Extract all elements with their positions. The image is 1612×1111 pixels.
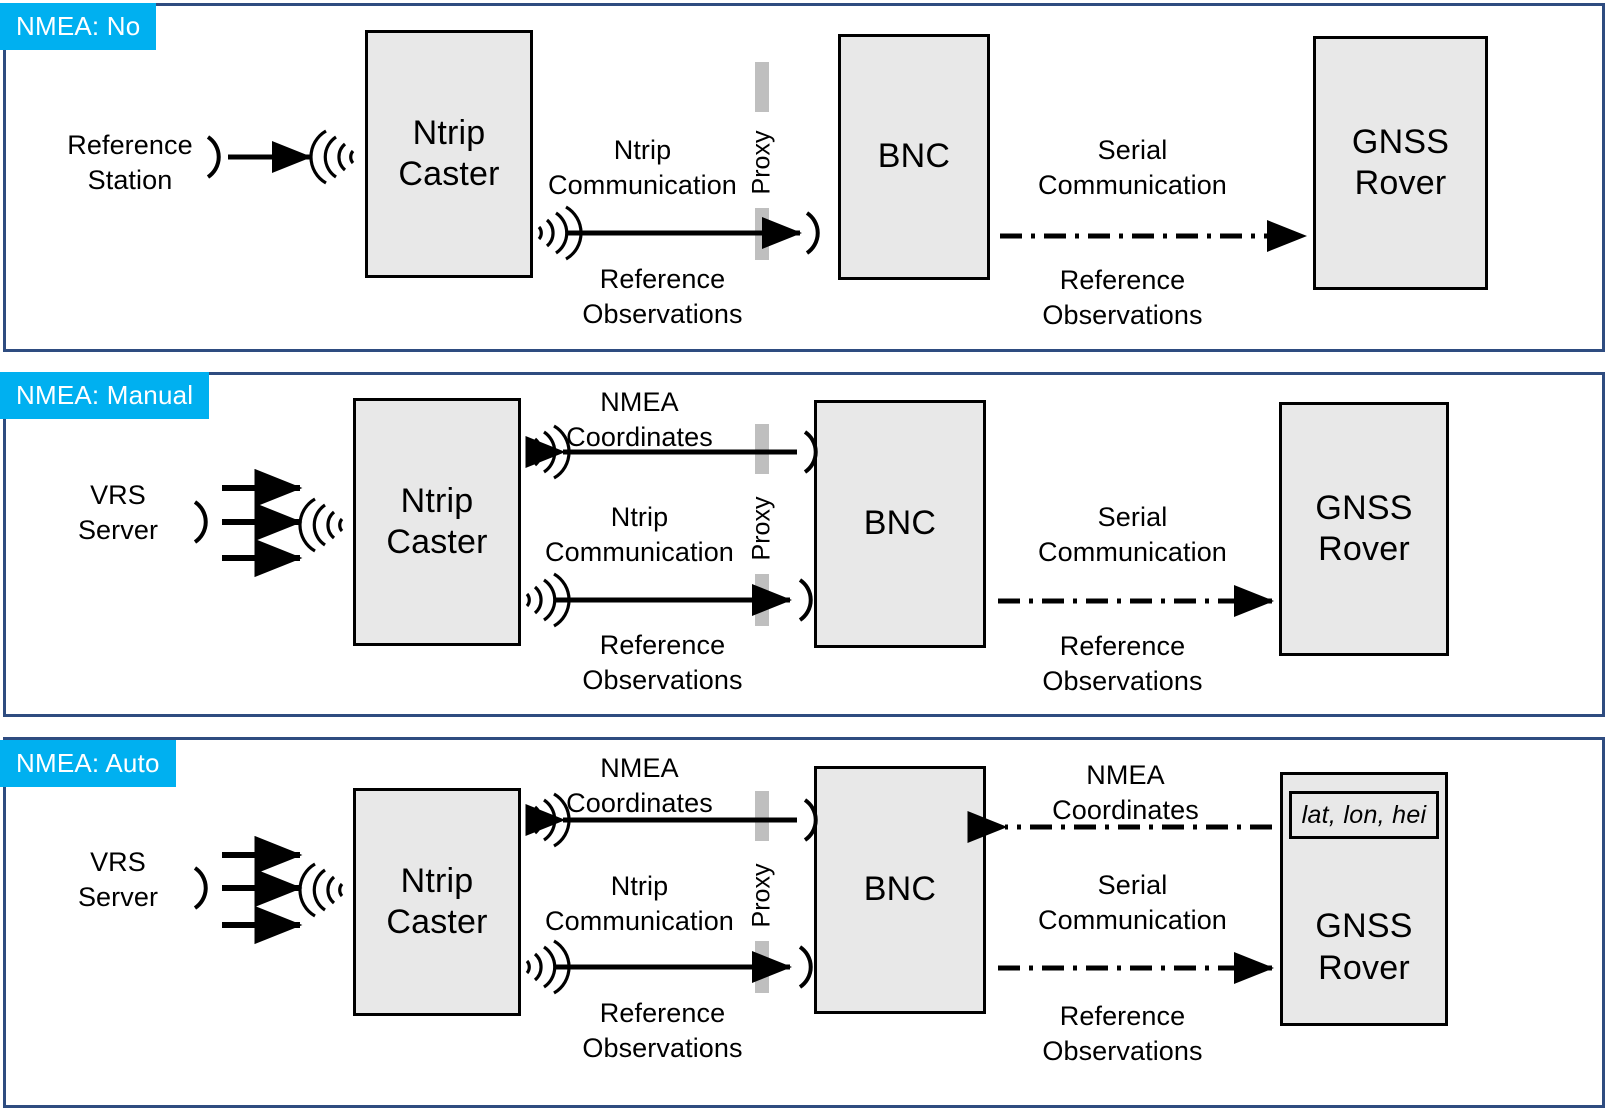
node-label: BNC: [863, 870, 937, 909]
proxy-bar-bottom-panel-0: [755, 208, 769, 260]
link-caster-bnc-lower-label-panel-1: Reference Observations: [582, 630, 743, 695]
proxy-label-panel-2: Proxy: [747, 863, 776, 928]
link-bnc-rover-lower-label-panel-1: Reference Observations: [1042, 631, 1203, 696]
link-caster-bnc-mid-label-panel-2: Ntrip Communication: [545, 871, 734, 936]
proxy-bar-bottom-panel-1: [755, 574, 769, 626]
proxy-bar-top-panel-2: [755, 791, 769, 841]
node-ntrip-caster-panel-1: Ntrip Caster: [353, 398, 521, 646]
node-label: Ntrip Caster: [398, 113, 500, 193]
link-caster-bnc-upper-label-panel-2: NMEA Coordinates: [566, 753, 713, 818]
link-caster-bnc-mid-label-panel-1: Ntrip Communication: [545, 502, 734, 567]
source-label-panel-2: VRS Server: [77, 847, 159, 912]
node-label: GNSS Rover: [1315, 907, 1413, 987]
badge-nmea-mode-panel-2: NMEA: Auto: [0, 740, 176, 787]
proxy-bar-top-panel-0: [755, 62, 769, 112]
link-bnc-rover-upper-label-panel-2: NMEA Coordinates: [1052, 760, 1199, 825]
link-caster-bnc-lower-label-panel-0: Reference Observations: [582, 264, 743, 329]
node-label: GNSS Rover: [1315, 488, 1413, 568]
link-bnc-rover-mid-label-panel-2: Serial Communication: [1038, 870, 1227, 935]
node-label: Ntrip Caster: [386, 481, 488, 561]
node-label: BNC: [877, 137, 951, 176]
node-gnss-rover-panel-1: GNSS Rover: [1279, 402, 1449, 656]
source-label-panel-1: VRS Server: [77, 480, 159, 545]
link-bnc-rover-mid-label-panel-0: Serial Communication: [1038, 135, 1227, 200]
node-bnc-panel-1: BNC: [814, 400, 986, 648]
node-bnc-panel-2: BNC: [814, 766, 986, 1014]
badge-nmea-mode-panel-1: NMEA: Manual: [0, 372, 210, 419]
link-bnc-rover-mid-label-panel-1: Serial Communication: [1038, 502, 1227, 567]
proxy-bar-bottom-panel-2: [755, 941, 769, 993]
proxy-bar-top-panel-1: [755, 424, 769, 474]
badge-nmea-mode-panel-0: NMEA: No: [0, 3, 157, 50]
proxy-label-panel-1: Proxy: [747, 496, 776, 561]
link-caster-bnc-lower-label-panel-2: Reference Observations: [582, 998, 743, 1063]
link-caster-bnc-mid-label-panel-0: Ntrip Communication: [548, 135, 737, 200]
rover-coordinates-box-panel-2: lat, lon, hei: [1289, 791, 1439, 839]
node-gnss-rover-panel-0: GNSS Rover: [1313, 36, 1488, 290]
node-bnc-panel-0: BNC: [838, 34, 990, 280]
node-ntrip-caster-panel-0: Ntrip Caster: [365, 30, 533, 278]
link-bnc-rover-lower-label-panel-2: Reference Observations: [1042, 1001, 1203, 1066]
link-caster-bnc-upper-label-panel-1: NMEA Coordinates: [566, 387, 713, 452]
node-label: Ntrip Caster: [386, 861, 488, 941]
node-label: GNSS Rover: [1351, 122, 1450, 202]
link-bnc-rover-lower-label-panel-0: Reference Observations: [1042, 265, 1203, 330]
node-label: BNC: [863, 504, 937, 543]
proxy-label-panel-0: Proxy: [747, 130, 776, 195]
node-ntrip-caster-panel-2: Ntrip Caster: [353, 788, 521, 1016]
source-label-panel-0: Reference Station: [67, 130, 193, 195]
